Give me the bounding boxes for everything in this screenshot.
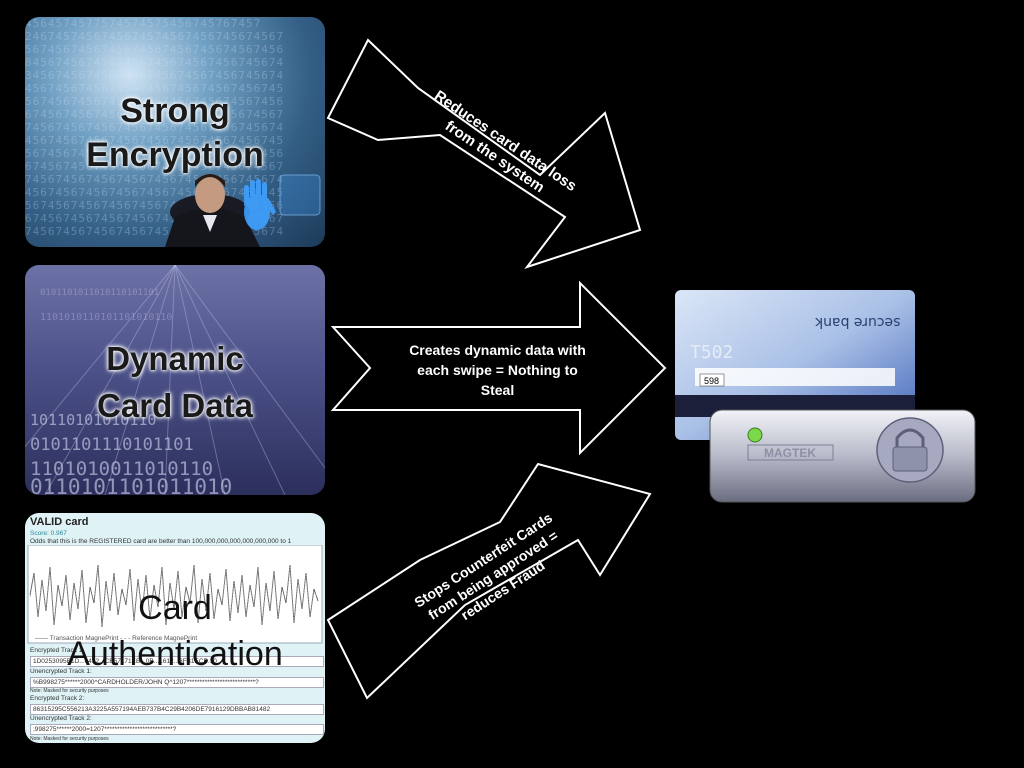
svg-text:10110101010110: 10110101010110 bbox=[30, 411, 156, 429]
svg-text:1101010110101101010110: 1101010110101101010110 bbox=[40, 312, 172, 323]
card-authentication-panel: VALID card Score: 0.967 Odds that this i… bbox=[25, 513, 325, 743]
card-bank-text: secure bank bbox=[814, 314, 900, 330]
creates-dynamic-data-text: Creates dynamic data with each swipe = N… bbox=[409, 342, 586, 398]
dynamic-card-data-title: Dynamic Card Data bbox=[97, 340, 253, 424]
binary-background: 4564574577574574575456745767457 24674574… bbox=[25, 17, 285, 238]
svg-text:1101010011010110: 1101010011010110 bbox=[30, 458, 213, 480]
masked-note-2: Note: Masked for security purposes bbox=[30, 736, 109, 742]
svg-text:0110101101011010: 0110101101011010 bbox=[30, 475, 232, 495]
card-reader-device-image: secure bank T502 598 MAGTEK bbox=[675, 290, 976, 503]
encrypted-track2-field: 86315295C556213A3225A557194AEB737B4C29B4… bbox=[30, 704, 324, 715]
reduces-data-loss-text: Reduces card data loss from the system bbox=[431, 87, 580, 197]
binary-perspective-background: 10110101010110 0101101110101101 11010100… bbox=[25, 265, 325, 495]
encrypted-track2-label: Encrypted Track 2: bbox=[30, 695, 85, 702]
encrypted-track1-field: 1D0253095E1D...0422...CB57171EB...0B...1… bbox=[30, 656, 324, 667]
magneprint-waveform bbox=[27, 545, 323, 644]
card-authentication-title: Card Authentication bbox=[67, 589, 283, 673]
strong-encryption-title: Strong Encryption bbox=[86, 92, 264, 174]
reader-brand: MAGTEK bbox=[764, 446, 816, 460]
waveform-legend: —— Transaction MagnePrint - - - Referenc… bbox=[35, 635, 198, 642]
card-number-fragment: T502 bbox=[690, 342, 733, 363]
unencrypted-track2-field: ;998275******2000=1207******************… bbox=[30, 724, 324, 735]
stops-counterfeit-text: Stops Counterfeit Cards from being appro… bbox=[411, 509, 561, 624]
dynamic-card-data-panel: 10110101010110 0101101110101101 11010100… bbox=[25, 265, 325, 495]
card-cvv: 598 bbox=[704, 376, 719, 386]
unencrypted-track1-field: %B998275******2000^CARDHOLDER/JOHN Q^120… bbox=[30, 677, 324, 688]
svg-text:0101101110101101: 0101101110101101 bbox=[30, 435, 194, 455]
reader-led bbox=[747, 427, 763, 443]
masked-note-1: Note: Masked for security purposes bbox=[30, 688, 109, 694]
unencrypted-track1-label: Unencrypted Track 1: bbox=[30, 668, 92, 675]
businessman-illustration bbox=[165, 174, 321, 247]
svg-text:0101101011010110101101: 0101101011010110101101 bbox=[40, 288, 159, 298]
valid-card-header: VALID card bbox=[30, 516, 89, 528]
odds-text: Odds that this is the REGISTERED card ar… bbox=[30, 538, 292, 545]
score-text: Score: 0.967 bbox=[30, 530, 67, 537]
strong-encryption-panel: 4564574577574574575456745767457 24674574… bbox=[25, 17, 325, 247]
unencrypted-track2-label: Unencrypted Track 2: bbox=[30, 715, 92, 722]
encrypted-track1-label: Encrypted Track 1: bbox=[30, 647, 85, 654]
